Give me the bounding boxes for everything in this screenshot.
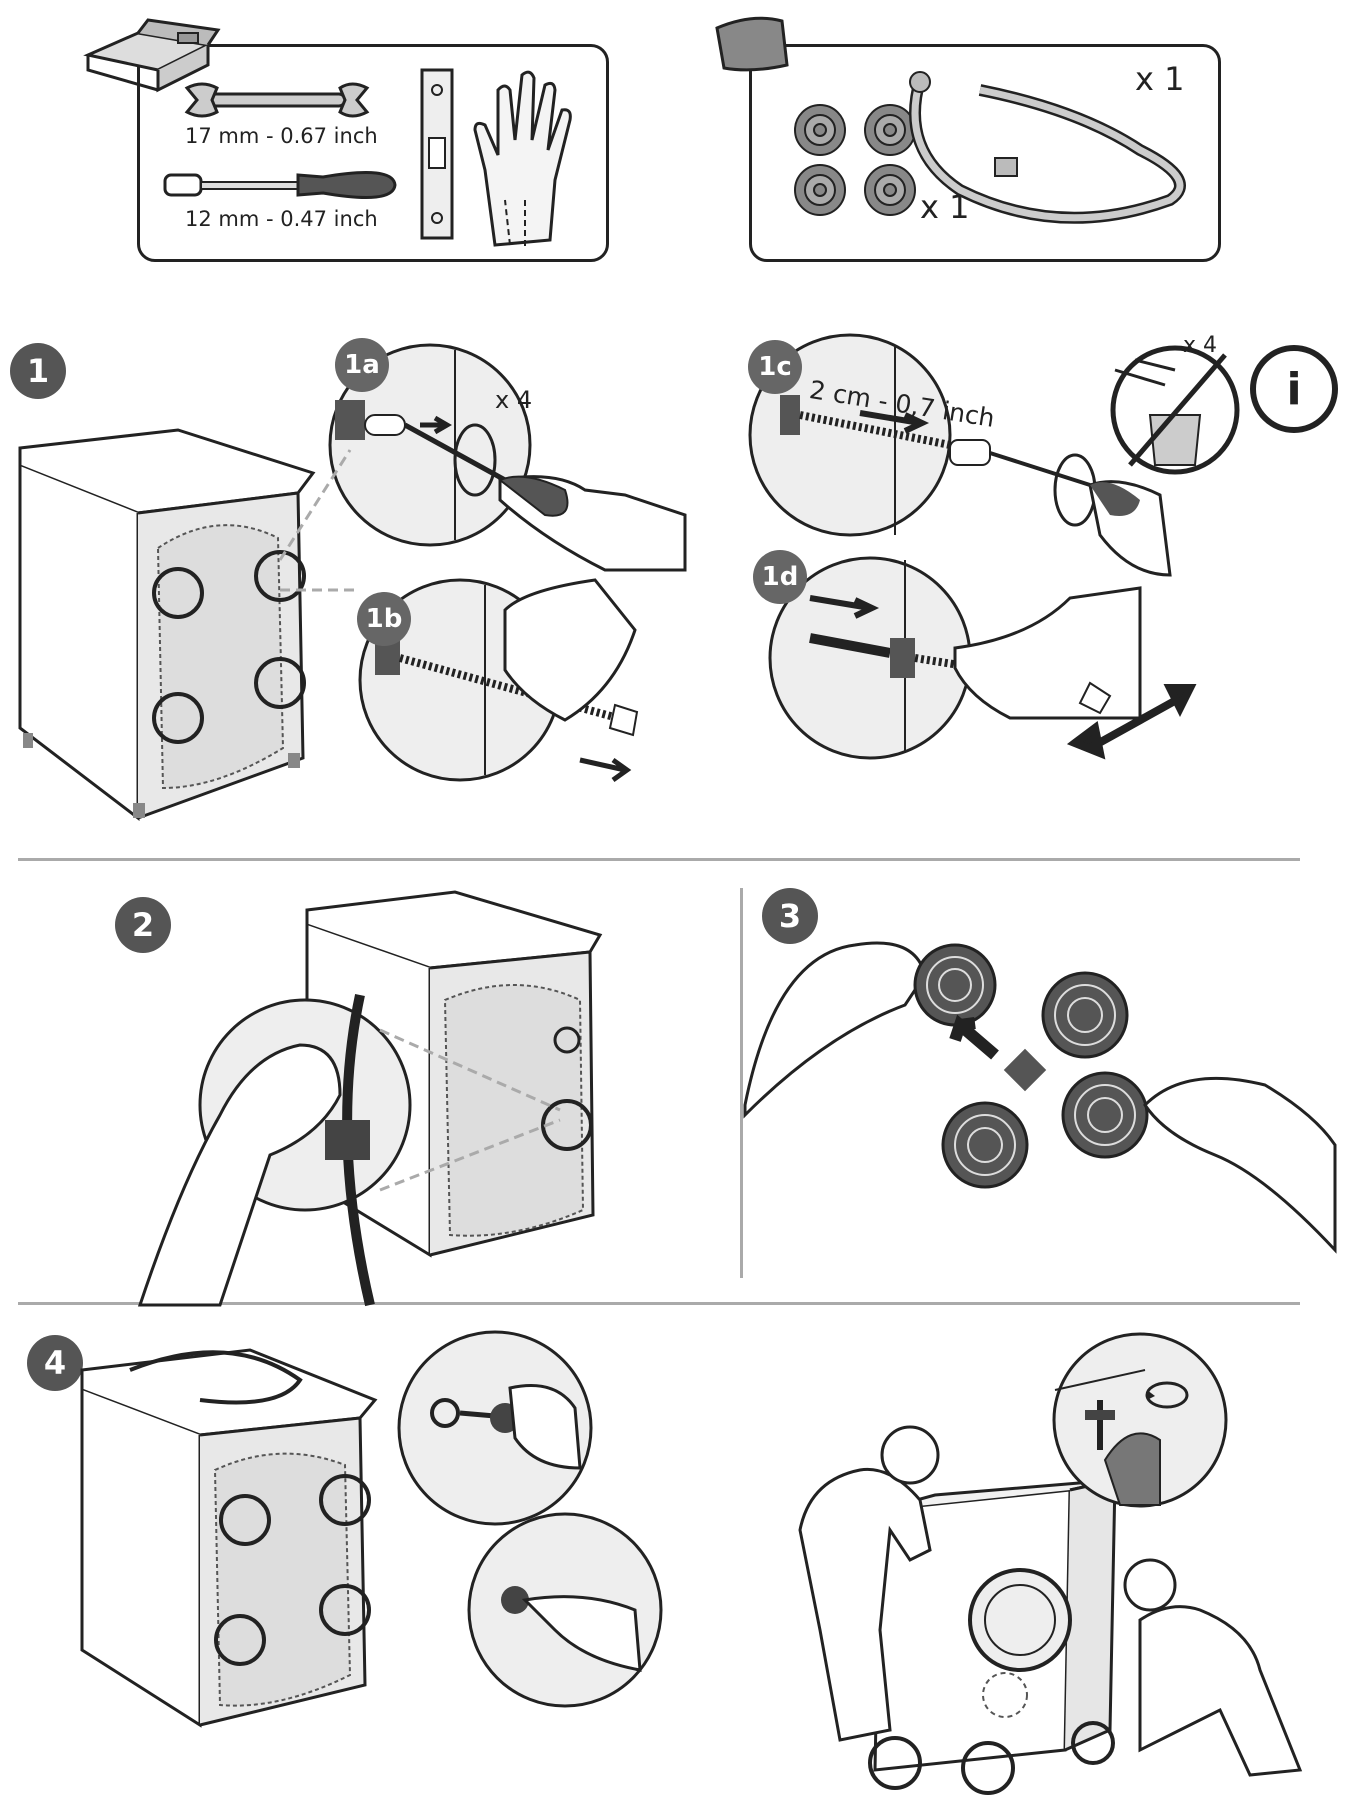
divider-vertical bbox=[740, 888, 743, 1278]
step-1-badge: 1 bbox=[10, 343, 66, 399]
detail-1b bbox=[358, 578, 639, 783]
step-3-badge: 3 bbox=[762, 888, 818, 944]
detail-leveling bbox=[1052, 1332, 1228, 1508]
transport-caps-icon bbox=[794, 104, 916, 216]
wrench-size-label: 17 mm - 0.67 inch bbox=[185, 124, 378, 148]
detail-step4-top bbox=[397, 1330, 593, 1526]
detail-step2 bbox=[137, 993, 412, 1307]
inlet-hose-icon bbox=[909, 71, 1186, 224]
divider-1 bbox=[18, 858, 1300, 861]
detail-step4-bottom bbox=[467, 1512, 663, 1708]
no-discard-icon bbox=[1110, 345, 1240, 475]
rotate-arrow-icon bbox=[1145, 1381, 1189, 1409]
caps-removal-step3 bbox=[743, 941, 1337, 1254]
connector-lines-2 bbox=[379, 1028, 561, 1192]
screwdriver-icon bbox=[163, 171, 397, 199]
info-glyph: i bbox=[1286, 363, 1302, 415]
screwdriver-size-label: 12 mm - 0.47 inch bbox=[185, 207, 378, 231]
hose-qty-label: x 1 bbox=[1135, 60, 1185, 98]
wrench-icon bbox=[184, 82, 370, 118]
detail-1c bbox=[748, 333, 1172, 577]
discard-qty: x 4 bbox=[1183, 333, 1218, 358]
step-1a-badge: 1a bbox=[335, 338, 389, 392]
step-1c-badge: 1c bbox=[748, 340, 802, 394]
step-2-badge: 2 bbox=[115, 897, 171, 953]
divider-2 bbox=[18, 1302, 1300, 1305]
level-icon bbox=[420, 68, 454, 240]
detail-1d bbox=[768, 556, 1197, 760]
step-4-badge: 4 bbox=[27, 1335, 83, 1391]
connector-lines-1 bbox=[278, 449, 360, 592]
step-1b-badge: 1b bbox=[357, 592, 411, 646]
washer-rear-step1 bbox=[18, 428, 316, 822]
gloves-icon bbox=[473, 70, 572, 247]
toolbox-icon bbox=[83, 18, 221, 93]
info-icon: i bbox=[1250, 345, 1338, 433]
washer-rear-step4 bbox=[80, 1348, 378, 1728]
bag-icon bbox=[715, 16, 789, 72]
detail-1a bbox=[328, 343, 687, 572]
step-1a-qty: x 4 bbox=[495, 386, 533, 414]
step-1d-badge: 1d bbox=[753, 550, 807, 604]
